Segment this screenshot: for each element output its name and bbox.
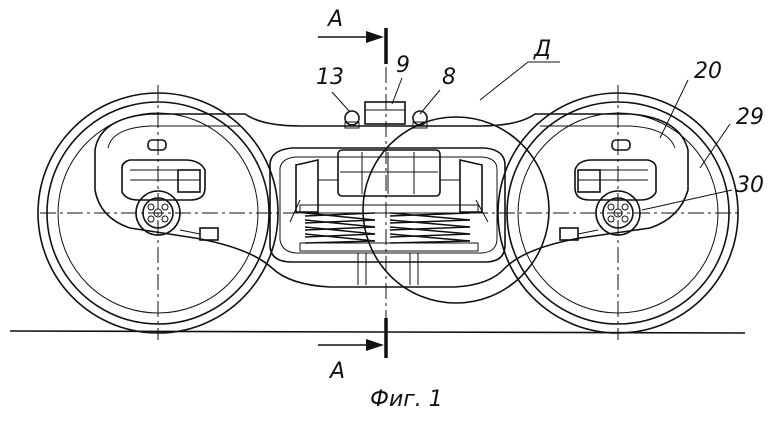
svg-text:30: 30 <box>736 173 764 198</box>
right-axle-box <box>559 139 657 241</box>
svg-text:8: 8 <box>442 65 456 90</box>
bolster <box>289 149 489 223</box>
callout-30: 30 <box>641 173 764 211</box>
callout-9: 9 <box>391 53 410 105</box>
svg-text:13: 13 <box>316 65 344 90</box>
callout-20: 20 <box>659 59 722 139</box>
detail-leader <box>479 61 529 101</box>
center-plate <box>344 101 428 129</box>
side-frame <box>94 113 689 288</box>
section-mark-top: А <box>318 7 388 64</box>
detail-circle <box>362 116 550 304</box>
figure-caption: Фиг. 1 <box>370 387 443 412</box>
svg-text:9: 9 <box>396 53 410 78</box>
left-axle-box <box>121 139 219 241</box>
svg-text:20: 20 <box>694 59 722 84</box>
svg-text:А: А <box>328 359 345 384</box>
section-mark-bottom: А <box>318 318 388 384</box>
callout-13: 13 <box>316 65 351 113</box>
spring-window <box>269 147 506 263</box>
callout-29: 29 <box>699 105 764 169</box>
detail-label: Д <box>533 37 551 62</box>
svg-text:А: А <box>326 7 343 32</box>
callout-8: 8 <box>419 65 456 115</box>
spring-nest <box>299 204 479 285</box>
svg-text:29: 29 <box>736 105 764 130</box>
